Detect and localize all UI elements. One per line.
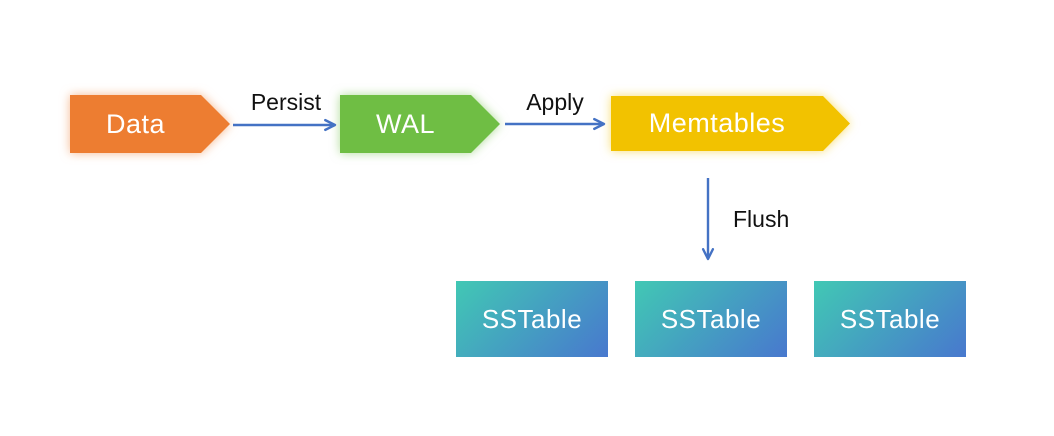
wal-node-label: WAL xyxy=(375,108,435,139)
sstable-node-2-label: SSTable xyxy=(660,303,762,334)
memtables-node-label: Memtables xyxy=(648,108,786,138)
sstable-node-1-label: SSTable xyxy=(481,303,583,334)
sstable-node-2: SSTable xyxy=(635,281,787,357)
flush-edge-label: Flush xyxy=(733,206,790,232)
sstable-node-1: SSTable xyxy=(456,281,608,357)
data-node: Data xyxy=(70,95,230,153)
data-node-label: Data xyxy=(105,108,166,139)
apply-edge-label: Apply xyxy=(526,89,584,115)
sstable-node-3: SSTable xyxy=(814,281,966,357)
memtables-node-shape: Memtables xyxy=(611,96,850,151)
data-node-shape: Data xyxy=(70,95,230,153)
wal-node: WAL xyxy=(340,95,500,153)
sstable-node-3-label: SSTable xyxy=(839,303,941,334)
persist-edge-label: Persist xyxy=(250,89,322,115)
memtables-node: Memtables xyxy=(611,96,850,151)
wal-node-shape: WAL xyxy=(340,95,500,153)
